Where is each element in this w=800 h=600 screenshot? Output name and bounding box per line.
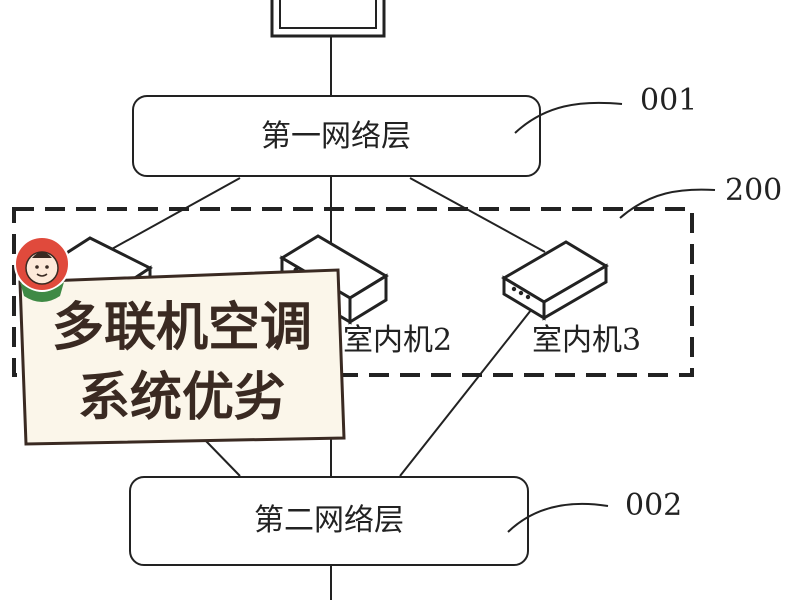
network-layer-1-label: 第一网络层 bbox=[261, 119, 411, 154]
ref-label-002: 002 bbox=[625, 488, 682, 523]
leader-200 bbox=[619, 188, 716, 219]
link-unit3-layer2 bbox=[399, 304, 536, 477]
sticker-title-line-2: 系统优劣 bbox=[78, 368, 286, 428]
link-unit1-layer2 bbox=[204, 439, 241, 477]
top-device bbox=[270, 0, 386, 38]
mascot-badge bbox=[14, 236, 70, 302]
indoor-unit-group bbox=[12, 207, 694, 377]
mascot-hair-icon bbox=[32, 252, 52, 258]
ref-label-200: 200 bbox=[725, 173, 782, 208]
network-layer-2-label: 第二网络层 bbox=[254, 503, 404, 538]
link-layer1-unit1 bbox=[109, 177, 241, 251]
network-layer-1: 第一网络层 bbox=[132, 95, 541, 177]
sticker-title-line-1: 多联机空调 bbox=[52, 298, 312, 358]
leader-001 bbox=[514, 101, 623, 134]
indoor-unit-3-label: 室内机3 bbox=[532, 323, 641, 358]
indoor-unit-2-label: 室内机2 bbox=[343, 323, 452, 358]
leader-002 bbox=[507, 502, 609, 533]
indoor-unit-3-icon bbox=[501, 240, 609, 321]
title-sticker: 多联机空调 系统优劣 bbox=[18, 268, 346, 446]
network-layer-2: 第二网络层 bbox=[129, 476, 529, 566]
mascot-leaf-icon bbox=[20, 282, 64, 302]
ref-label-001: 001 bbox=[640, 83, 697, 118]
link-layer1-unit3 bbox=[409, 177, 546, 253]
